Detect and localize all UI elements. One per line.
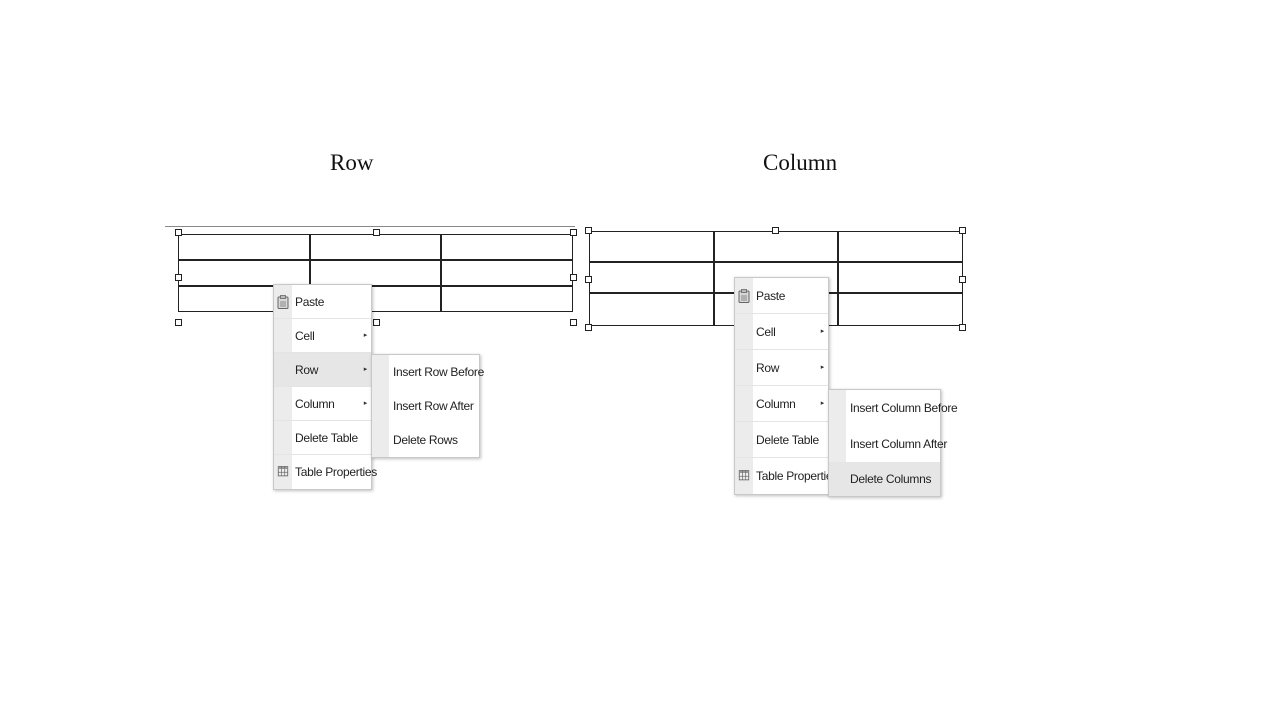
menu-item-label: Paste [295,295,325,309]
menu-item-row[interactable]: Row ▸ [735,350,828,386]
table-row [589,231,963,262]
table-cell[interactable] [589,262,714,293]
menu-icon-gutter [735,278,753,494]
submenu-item-label: Delete Rows [393,433,458,447]
table-cell[interactable] [178,234,310,260]
menu-item-label: Table Properties [295,465,377,479]
table-cell[interactable] [714,231,838,262]
submenu-arrow-icon: ▸ [820,400,825,407]
table-cell[interactable] [441,286,573,312]
resize-handle[interactable] [585,276,592,283]
table-cell[interactable] [441,260,573,286]
resize-handle[interactable] [959,276,966,283]
table-cell[interactable] [838,231,963,262]
clipboard-icon [738,289,750,303]
menu-icon-gutter [274,285,292,489]
table-cell[interactable] [178,260,310,286]
menu-item-label: Cell [756,325,776,339]
resize-handle[interactable] [373,229,380,236]
table-row [178,234,573,260]
resize-handle[interactable] [959,227,966,234]
resize-handle[interactable] [585,324,592,331]
resize-handle[interactable] [570,319,577,326]
submenu-item-insert-row-after[interactable]: Insert Row After [372,389,479,423]
submenu-arrow-icon: ▸ [363,400,368,407]
submenu-item-insert-row-before[interactable]: Insert Row Before [372,355,484,389]
menu-item-cell[interactable]: Cell ▸ [735,314,828,350]
menu-item-label: Row [756,361,780,375]
menu-item-delete-table[interactable]: Delete Table [274,421,371,455]
menu-item-row[interactable]: Row ▸ [274,353,371,387]
submenu-item-delete-columns[interactable]: Delete Columns [829,462,940,496]
resize-handle[interactable] [959,324,966,331]
submenu-item-insert-column-after[interactable]: Insert Column After [829,426,947,462]
menu-item-label: Delete Table [295,431,358,445]
row-caption: Row [330,150,374,175]
right-context-menu: Paste Cell ▸ Row ▸ Column ▸ Delete Table… [734,277,838,495]
menu-item-table-properties[interactable]: Table Properties [274,455,377,489]
menu-item-label: Table Properties [756,469,838,483]
menu-item-label: Row [295,363,319,377]
table-cell[interactable] [310,234,441,260]
resize-handle[interactable] [373,319,380,326]
menu-item-label: Delete Table [756,433,819,447]
resize-handle[interactable] [570,274,577,281]
left-table[interactable] [178,234,573,312]
submenu-item-delete-rows[interactable]: Delete Rows [372,423,479,457]
table-row [178,260,573,286]
resize-handle[interactable] [772,227,779,234]
submenu-item-label: Insert Column Before [850,401,958,415]
table-cell[interactable] [838,293,963,326]
menu-item-paste[interactable]: Paste [274,285,371,319]
submenu-item-label: Insert Row Before [393,365,484,379]
left-row-submenu: Insert Row Before Insert Row After Delet… [371,354,484,458]
table-cell[interactable] [589,293,714,326]
table-row [178,286,573,312]
submenu-item-label: Insert Column After [850,437,948,451]
submenu-arrow-icon: ▸ [363,366,368,373]
resize-handle[interactable] [570,229,577,236]
submenu-arrow-icon: ▸ [820,328,825,335]
left-context-menu: Paste Cell ▸ Row ▸ Column ▸ Delete Table… [273,284,377,490]
menu-item-column[interactable]: Column ▸ [274,387,371,421]
resize-handle[interactable] [175,319,182,326]
submenu-arrow-icon: ▸ [363,332,368,339]
table-cell[interactable] [838,262,963,293]
menu-item-delete-table[interactable]: Delete Table [735,422,828,458]
menu-icon-gutter [372,355,389,457]
menu-item-column[interactable]: Column ▸ [735,386,828,422]
menu-item-cell[interactable]: Cell ▸ [274,319,371,353]
menu-item-label: Column [295,397,335,411]
table-cell[interactable] [441,234,573,260]
table-top-rule [165,226,575,227]
menu-item-paste[interactable]: Paste [735,278,828,314]
resize-handle[interactable] [175,229,182,236]
menu-item-table-properties[interactable]: Table Properties [735,458,838,494]
clipboard-icon [277,295,289,309]
menu-item-label: Cell [295,329,315,343]
submenu-item-label: Insert Row After [393,399,474,413]
right-column-submenu: Insert Column Before Insert Column After… [828,389,958,497]
resize-handle[interactable] [175,274,182,281]
menu-item-label: Paste [756,289,786,303]
table-grid-icon [277,466,289,477]
table-cell[interactable] [589,231,714,262]
table-grid-icon [738,470,750,481]
submenu-item-label: Delete Columns [850,472,932,486]
resize-handle[interactable] [585,227,592,234]
column-caption: Column [763,150,838,175]
table-cell[interactable] [310,260,441,286]
submenu-arrow-icon: ▸ [820,364,825,371]
menu-item-label: Column [756,397,796,411]
submenu-item-insert-column-before[interactable]: Insert Column Before [829,390,958,426]
